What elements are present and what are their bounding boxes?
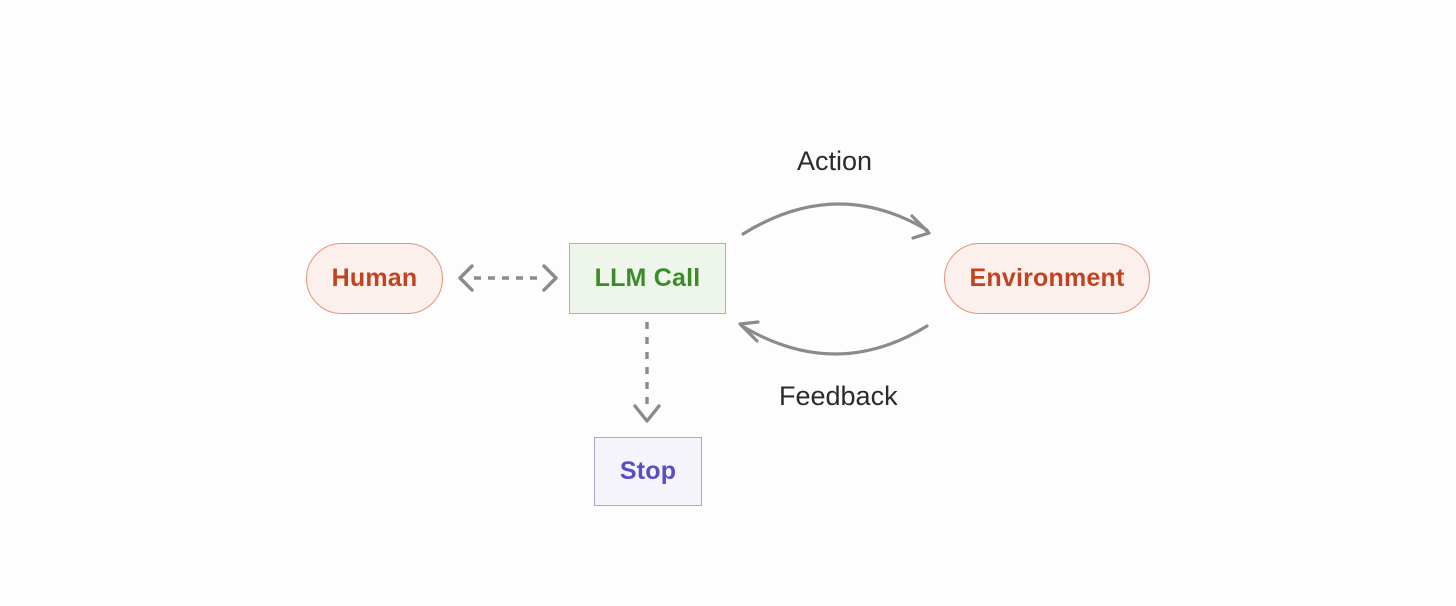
node-human-label: Human xyxy=(331,264,418,292)
llm-stop-arrowhead-icon xyxy=(633,404,661,423)
node-human[interactable]: Human xyxy=(306,243,443,314)
node-environment-label: Environment xyxy=(969,264,1125,292)
node-llm-call-label: LLM Call xyxy=(594,264,701,292)
human-llm-right-arrowhead-icon xyxy=(542,264,558,292)
feedback-arrowhead-icon xyxy=(738,320,760,343)
node-stop-label: Stop xyxy=(619,457,677,485)
edge-label-action: Action xyxy=(797,146,873,176)
human-llm-left-arrowhead-icon xyxy=(458,264,474,292)
feedback-edge-path xyxy=(740,324,929,356)
node-stop[interactable]: Stop xyxy=(594,437,702,506)
action-arrowhead-icon xyxy=(910,214,931,240)
node-environment[interactable]: Environment xyxy=(944,243,1150,314)
action-edge-path xyxy=(741,202,929,236)
node-llm-call[interactable]: LLM Call xyxy=(569,243,726,314)
edge-label-feedback: Feedback xyxy=(779,381,898,411)
